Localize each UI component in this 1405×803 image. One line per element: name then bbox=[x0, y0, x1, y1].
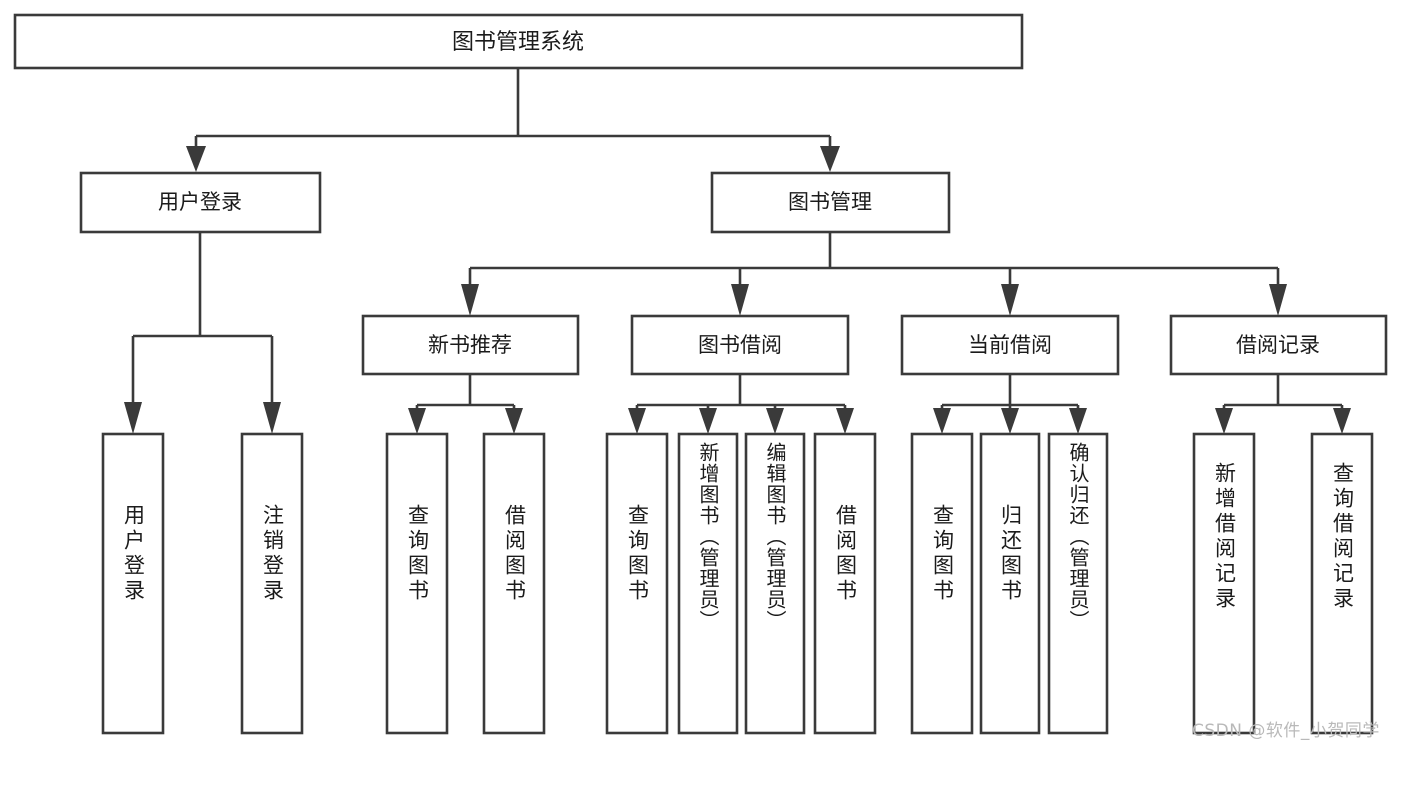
node-book-borrow[interactable]: 图书借阅 bbox=[630, 314, 850, 376]
arrowhead-leaf-query-record bbox=[1333, 408, 1351, 434]
arrowhead-book-manage bbox=[820, 146, 840, 172]
leaf-box-query-book-1[interactable] bbox=[385, 432, 449, 735]
csdn-watermark: CSDN @软件_小贺同学 bbox=[1192, 721, 1380, 741]
arrowhead-leaf-borrow-book-2 bbox=[836, 408, 854, 434]
arrowhead-leaf-add-book bbox=[699, 408, 717, 434]
arrowhead-leaf-edit-book bbox=[766, 408, 784, 434]
arrowhead-leaf-logout-login bbox=[263, 402, 281, 434]
node-root-box bbox=[13, 13, 1024, 70]
leaf-box-edit-book[interactable] bbox=[744, 432, 806, 735]
leaf-box-query-book-3[interactable] bbox=[910, 432, 974, 735]
node-borrow-record[interactable]: 借阅记录 bbox=[1169, 314, 1388, 376]
node-book-manage[interactable]: 图书管理 bbox=[710, 171, 951, 234]
leaf-box-borrow-book-2[interactable] bbox=[813, 432, 877, 735]
leaf-box-borrow-book-1[interactable] bbox=[482, 432, 546, 735]
arrowhead-leaf-query-book-2 bbox=[628, 408, 646, 434]
node-current-borrow[interactable]: 当前借阅 bbox=[900, 314, 1120, 376]
arrowhead-borrow-record bbox=[1269, 284, 1287, 316]
node-current-borrow-label: 当前借阅 bbox=[968, 333, 1052, 357]
node-book-borrow-label: 图书借阅 bbox=[698, 333, 782, 357]
diagram-canvas: 图书管理系统 用户登录 图书管理 bbox=[13, 13, 1388, 741]
leaf-box-add-record[interactable] bbox=[1192, 432, 1256, 735]
leaf-box-return-book[interactable] bbox=[979, 432, 1041, 735]
arrowhead-leaf-add-record bbox=[1215, 408, 1233, 434]
leaf-box-add-book[interactable] bbox=[677, 432, 739, 735]
arrowhead-new-book-recommend bbox=[461, 284, 479, 316]
node-new-book-recommend-label: 新书推荐 bbox=[428, 333, 512, 357]
arrowhead-leaf-confirm-return bbox=[1069, 408, 1087, 434]
arrowhead-user-login bbox=[186, 146, 206, 172]
leaf-box-query-record[interactable] bbox=[1310, 432, 1374, 735]
leaf-box-user-login[interactable] bbox=[101, 432, 165, 735]
node-new-book-recommend[interactable]: 新书推荐 bbox=[361, 314, 580, 376]
hierarchy-diagram: 图书管理系统 用户登录 图书管理 bbox=[13, 13, 1388, 735]
node-book-manage-label: 图书管理 bbox=[788, 190, 872, 214]
leaf-box-confirm-return[interactable] bbox=[1047, 432, 1109, 735]
arrowhead-leaf-query-book-1 bbox=[408, 408, 426, 434]
node-user-login-label: 用户登录 bbox=[158, 190, 242, 214]
node-user-login[interactable]: 用户登录 bbox=[79, 171, 322, 234]
node-current-borrow-box bbox=[900, 314, 1120, 376]
node-new-book-recommend-box bbox=[361, 314, 580, 376]
arrowhead-leaf-query-book-3 bbox=[933, 408, 951, 434]
node-borrow-record-box bbox=[1169, 314, 1388, 376]
node-root-label: 图书管理系统 bbox=[452, 30, 584, 55]
arrowhead-book-borrow bbox=[731, 284, 749, 316]
node-book-borrow-box bbox=[630, 314, 850, 376]
arrowhead-leaf-borrow-book-1 bbox=[505, 408, 523, 434]
leaf-box-query-book-2[interactable] bbox=[605, 432, 669, 735]
node-borrow-record-label: 借阅记录 bbox=[1236, 333, 1320, 357]
node-root[interactable]: 图书管理系统 bbox=[13, 13, 1024, 70]
arrowhead-leaf-user-login bbox=[124, 402, 142, 434]
node-book-manage-box bbox=[710, 171, 951, 234]
leaf-box-logout-login[interactable] bbox=[240, 432, 304, 735]
arrowhead-current-borrow bbox=[1001, 284, 1019, 316]
arrowhead-leaf-return-book bbox=[1001, 408, 1019, 434]
